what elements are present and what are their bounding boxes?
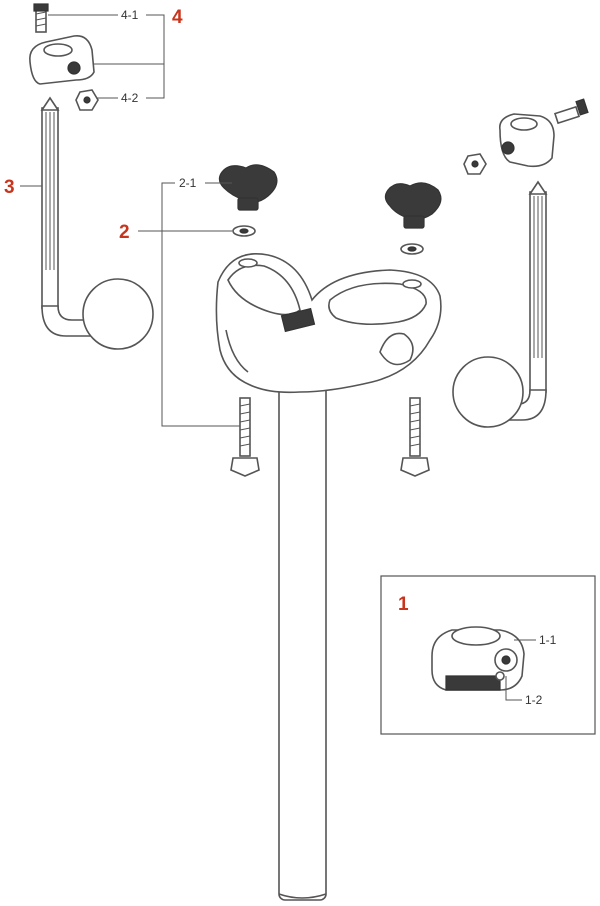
seat-post xyxy=(278,379,327,901)
label-4-1: 4-1 xyxy=(121,8,139,22)
inset-box-part-1 xyxy=(380,575,596,735)
main-crosshead xyxy=(215,253,442,394)
label-part-2: 2 xyxy=(119,222,130,243)
handle-right xyxy=(452,180,548,428)
label-part-4: 4 xyxy=(172,7,183,28)
label-part-1: 1 xyxy=(398,594,409,615)
label-part-3: 3 xyxy=(4,177,15,198)
label-1-2: 1-2 xyxy=(525,693,543,707)
wing-knob-left xyxy=(218,164,278,211)
clamp-top-left xyxy=(29,3,99,111)
leader-lines xyxy=(20,14,536,701)
label-2-1: 2-1 xyxy=(179,176,197,190)
label-1-1: 1-1 xyxy=(539,633,557,647)
handle-left xyxy=(40,96,154,350)
washer-left xyxy=(232,225,256,237)
bolt-bottom-right xyxy=(400,397,430,477)
bolt-bottom-left xyxy=(230,397,260,477)
label-4-2: 4-2 xyxy=(121,91,139,105)
wing-knob-right xyxy=(384,182,442,229)
clamp-top-right xyxy=(463,98,589,175)
washer-right xyxy=(400,243,424,255)
